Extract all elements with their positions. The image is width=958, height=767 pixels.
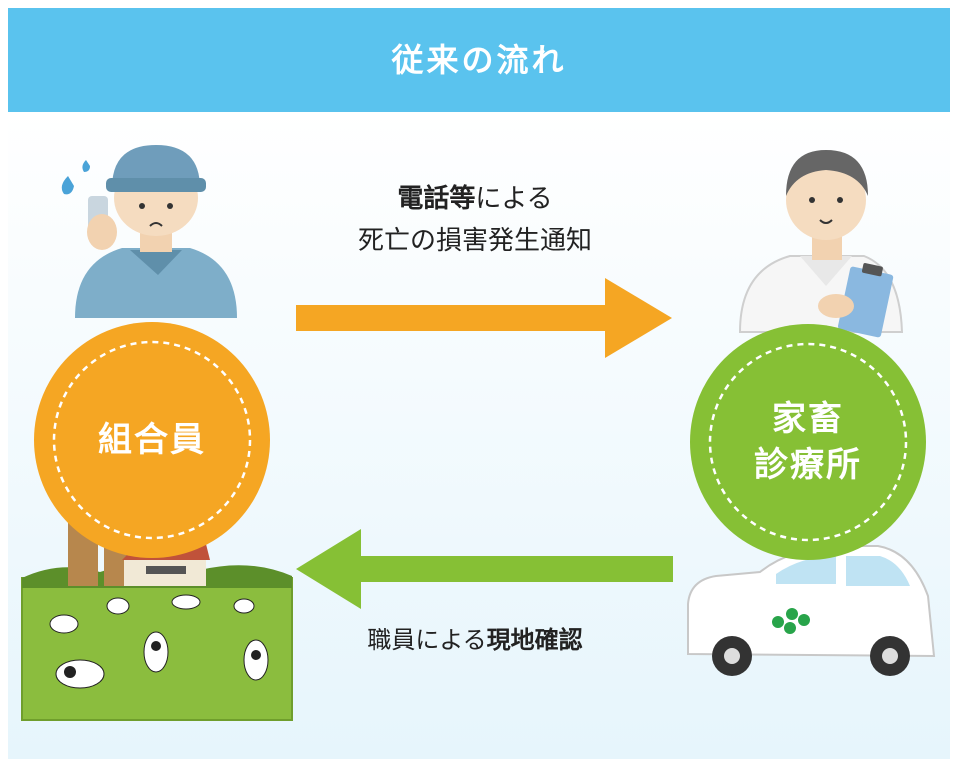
- member-circle: [34, 322, 270, 558]
- confirmation-bold: 現地確認: [486, 626, 583, 654]
- clinic-label: 家畜 診療所: [708, 396, 908, 488]
- clinic-label-line1: 家畜: [772, 399, 844, 439]
- notification-text: 電話等による 死亡の損害発生通知: [300, 178, 650, 262]
- clinic-circle: [690, 324, 926, 560]
- header-title: 従来の流れ: [391, 41, 567, 79]
- farmer-icon: [61, 145, 237, 318]
- notification-line1: 電話等による: [300, 178, 650, 220]
- notification-line2: 死亡の損害発生通知: [357, 226, 592, 256]
- notification-rest: による: [475, 184, 553, 214]
- farm-icon: [21, 508, 293, 721]
- right-arrow: [296, 278, 672, 358]
- member-label: 組合員: [98, 420, 206, 460]
- notification-bold: 電話等: [397, 184, 476, 214]
- header-banner: 従来の流れ: [8, 8, 950, 112]
- left-arrow: [296, 529, 673, 609]
- veterinarian-icon: [738, 150, 904, 338]
- clinic-label-line2: 診療所: [754, 445, 862, 485]
- confirmation-plain: 職員による: [367, 626, 487, 654]
- clinic-circle-dashed-ring: [708, 342, 908, 542]
- confirmation-text: 職員による現地確認: [300, 624, 650, 656]
- member-circle-dashed-ring: [52, 340, 252, 540]
- vehicle-icon: [687, 545, 936, 676]
